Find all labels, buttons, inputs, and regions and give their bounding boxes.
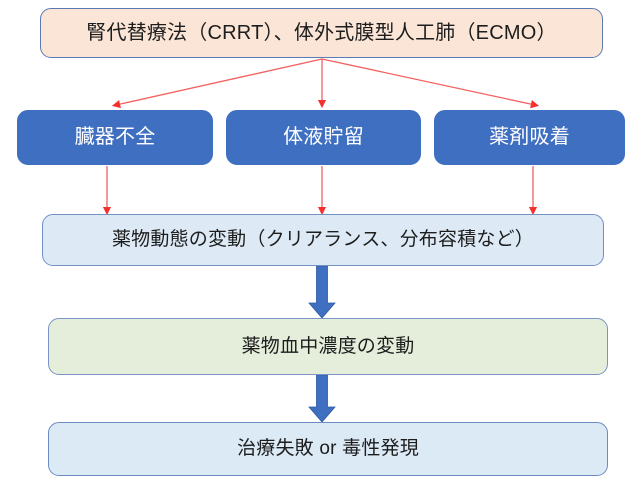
node-renal-replacement-therapy: 腎代替療法（CRRT）、体外式膜型人工肺（ECMO）	[40, 8, 603, 58]
node-treatment-failure-or-toxicity: 治療失敗 or 毒性発現	[48, 422, 608, 476]
node-pharmacokinetic-change: 薬物動態の変動（クリアランス、分布容積など）	[42, 214, 604, 266]
arrow-therapy-to-drug-adsorption	[321, 58, 540, 109]
node-fluid-retention: 体液貯留	[226, 110, 421, 165]
node-drug-adsorption: 薬剤吸着	[434, 110, 625, 165]
node-blood-concentration-change: 薬物血中濃度の変動	[48, 318, 608, 375]
arrow-therapy-to-organ-failure	[111, 58, 323, 109]
block-arrow-pk-to-concentration	[308, 265, 336, 319]
node-organ-failure: 臓器不全	[17, 110, 213, 165]
block-arrow-concentration-to-outcome	[308, 374, 336, 423]
